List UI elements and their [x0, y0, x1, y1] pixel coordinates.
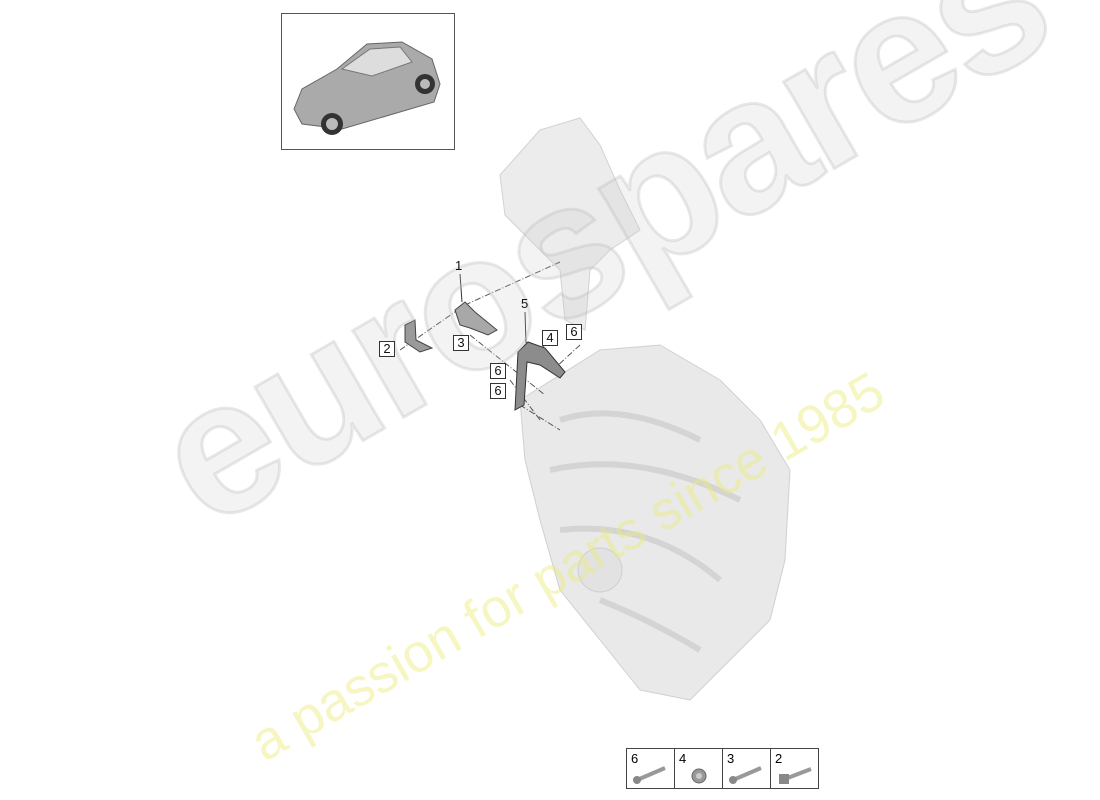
legend-number: 4	[679, 751, 687, 766]
flange-bolt-icon	[779, 767, 812, 784]
callout-5: 5	[521, 296, 529, 311]
parts-legend: 6 4 3 2	[626, 748, 819, 789]
legend-item: 2	[771, 749, 818, 788]
car-icon	[293, 41, 441, 135]
part-5-bracket	[514, 341, 566, 411]
callout-1: 1	[455, 258, 463, 273]
nut-icon	[691, 768, 707, 784]
bolt-icon	[633, 766, 666, 784]
callout-4: 4	[542, 330, 558, 346]
callout-6: 6	[490, 383, 506, 399]
legend-number: 6	[631, 751, 639, 766]
vehicle-thumbnail	[281, 13, 455, 150]
legend-item: 6	[627, 749, 675, 788]
engine	[519, 344, 791, 701]
callout-3: 3	[453, 335, 469, 351]
heat-shield	[499, 117, 641, 331]
bolt-icon	[729, 766, 762, 784]
legend-item: 4	[675, 749, 723, 788]
legend-number: 3	[727, 751, 735, 766]
callout-2: 2	[379, 341, 395, 357]
callout-6: 6	[566, 324, 582, 340]
legend-number: 2	[775, 751, 783, 766]
part-1-mount	[454, 301, 498, 336]
callout-6: 6	[490, 363, 506, 379]
legend-item: 3	[723, 749, 771, 788]
part-2-bracket	[404, 319, 434, 353]
